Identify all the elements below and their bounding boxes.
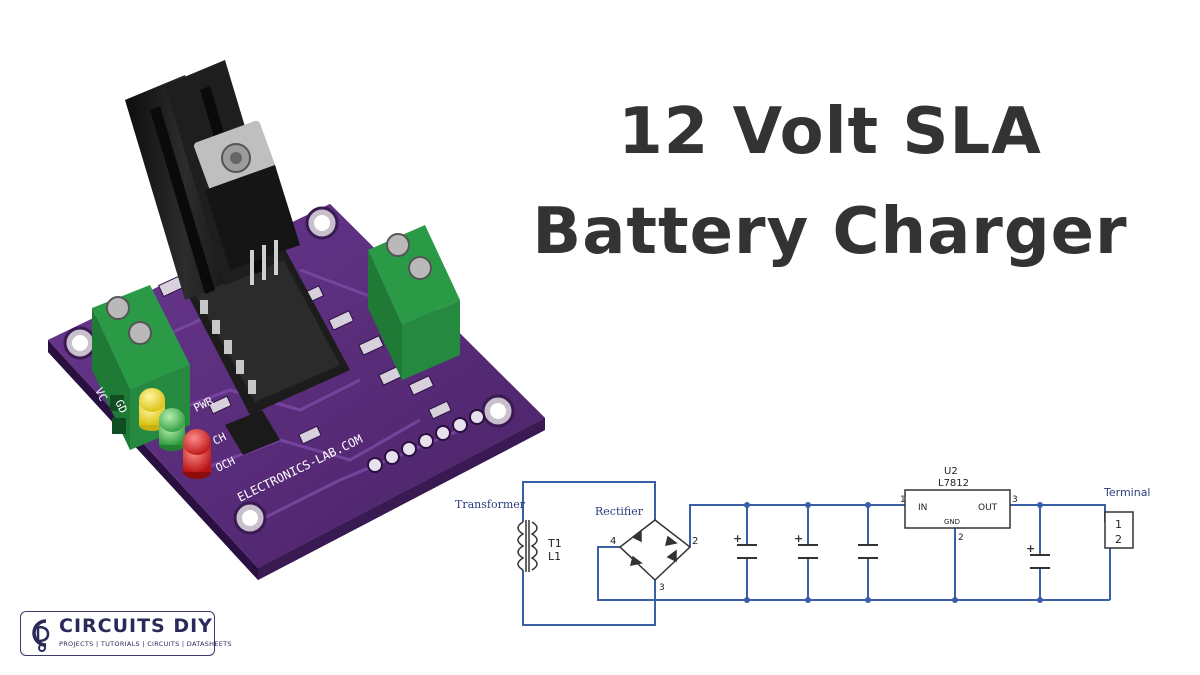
rect-pin-2: 2: [692, 536, 698, 547]
terminal-label: Terminal: [1103, 486, 1151, 499]
bridge-rectifier: [618, 519, 692, 582]
logo-tagline: PROJECTS | TUTORIALS | CIRCUITS | DATASH…: [59, 640, 232, 648]
title-line-1: 12 Volt SLA: [618, 95, 1042, 169]
pcb-illustration: ELECTRONICS-LAB.COM PWR CH OCH VC GD: [48, 60, 545, 580]
svg-text:+: +: [1026, 542, 1035, 555]
transformer-label: Transformer: [455, 498, 526, 511]
mounting-holes: [63, 206, 515, 535]
logo-brand: CIRCUITS DIY: [59, 615, 213, 637]
silkscreen-vc: VC: [92, 386, 109, 404]
circuit-schematic: + + + IN OUT GND U2 L7812 1 2 Terminal Tra…: [455, 466, 1151, 626]
regulator-part: L7812: [938, 478, 969, 489]
regulator-pin-in: IN: [918, 503, 927, 513]
reg-pin-2: 2: [958, 533, 964, 543]
circuits-diy-logo: CIRCUITS DIY PROJECTS | TUTORIALS | CIRC…: [20, 611, 232, 656]
cap-plus-marks: + + +: [733, 532, 1035, 555]
transformer-ref: T1: [547, 537, 562, 550]
regulator-pin-gnd: GND: [944, 518, 960, 526]
terminal-box: [1104, 511, 1134, 549]
regulator-box: [904, 489, 1011, 529]
pcb-side-right: [258, 418, 545, 580]
soic-chip: [225, 410, 280, 455]
header-pins: [367, 409, 485, 473]
svg-text:+: +: [794, 532, 803, 545]
led-green: [159, 408, 185, 451]
silkscreen-ch: CH: [211, 430, 229, 447]
terminal-pin-2: 2: [1115, 533, 1122, 546]
svg-text:+: +: [733, 532, 742, 545]
transformer-coils: [517, 520, 538, 572]
regulator-ref: U2: [944, 466, 958, 477]
rect-pin-4: 4: [610, 536, 616, 547]
capacitors: [737, 544, 1050, 569]
reg-pin-1: 1: [900, 495, 906, 505]
rectifier-label: Rectifier: [595, 505, 644, 518]
junction-dots: [744, 502, 1043, 603]
led-red: [183, 429, 211, 479]
silkscreen-gd: GD: [112, 398, 129, 416]
pcb-side-left: [48, 340, 258, 580]
heatsink: [125, 60, 300, 300]
terminal-pin-1: 1: [1115, 518, 1122, 531]
title-line-2: Battery Charger: [532, 195, 1128, 269]
terminal-block-right: [368, 225, 460, 380]
circuits-diy-logo-icon: [32, 619, 50, 652]
transformer-id: L1: [548, 550, 561, 563]
reg-pin-3: 3: [1012, 495, 1018, 505]
regulator-pin-out: OUT: [978, 503, 998, 513]
rect-pin-3: 3: [659, 583, 665, 593]
schematic-wires: [522, 481, 1111, 626]
